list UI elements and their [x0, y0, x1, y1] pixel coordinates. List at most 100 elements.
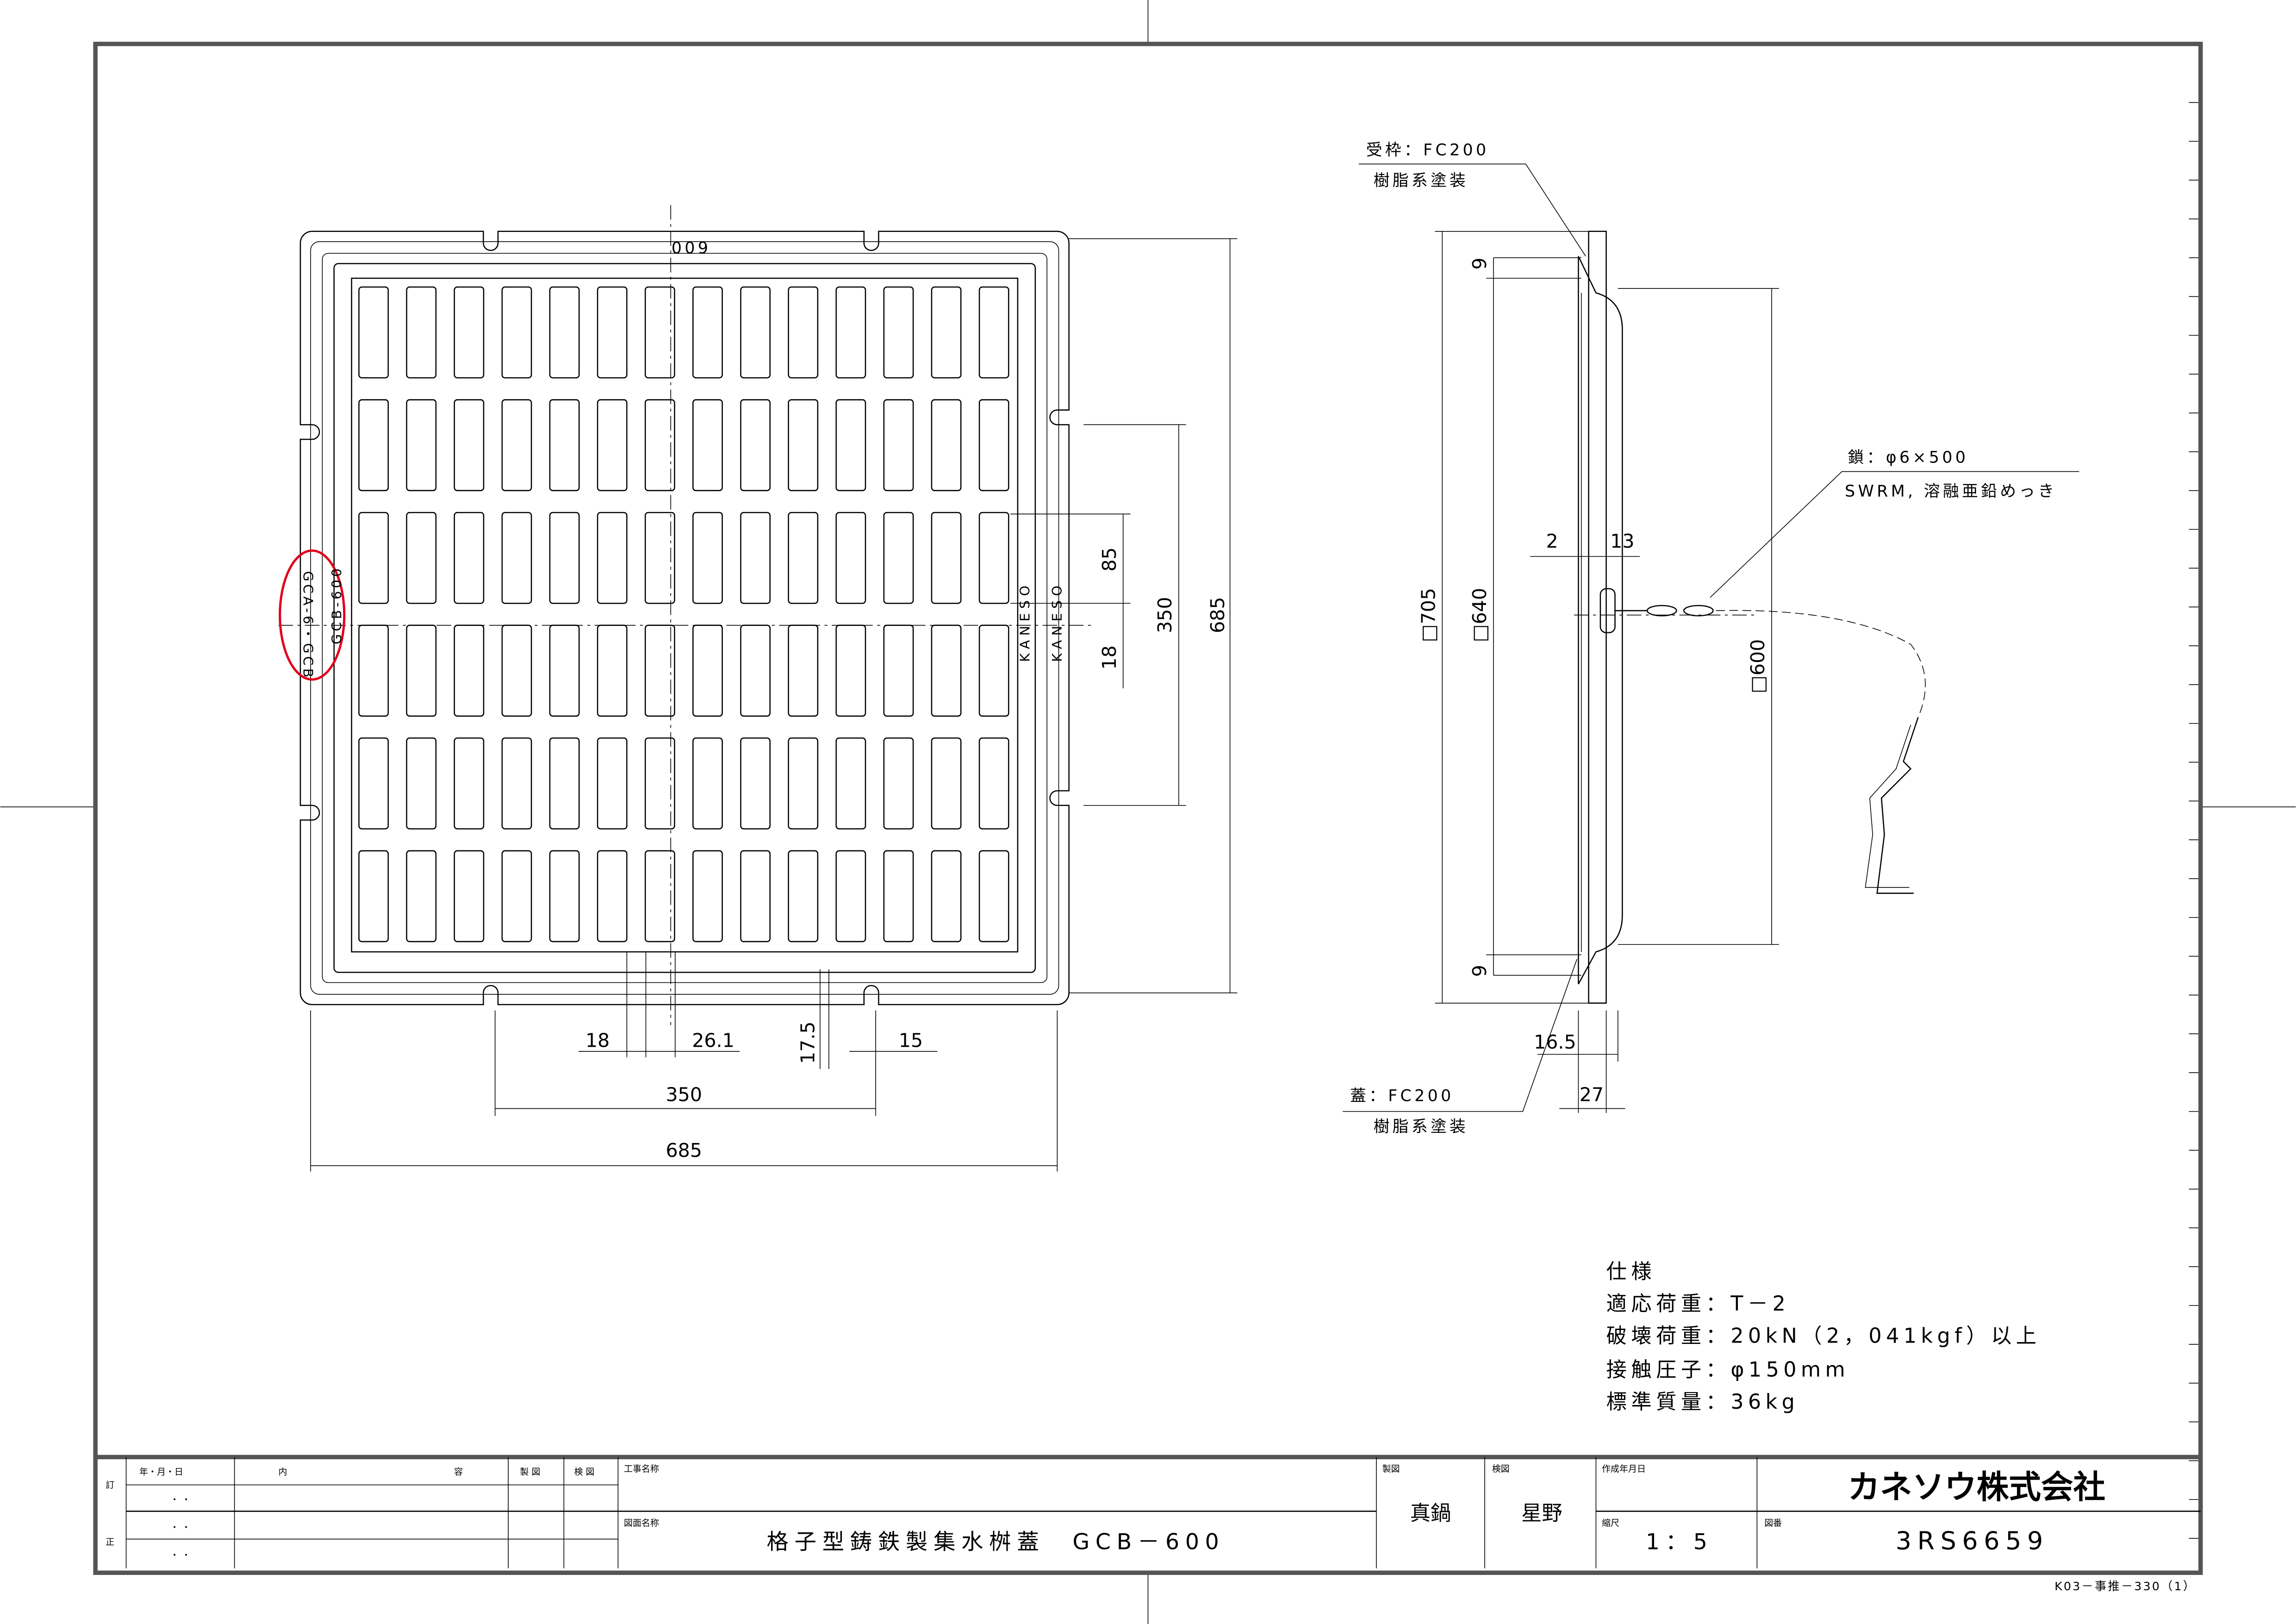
dim-outer: □705 — [1417, 588, 1439, 642]
dim-cover-thickness: 16.5 — [1534, 1031, 1576, 1053]
grate-slot — [788, 850, 819, 943]
dim-overall-width: 685 — [666, 1139, 702, 1162]
grate-slot — [835, 737, 866, 830]
col-content-1: 内 — [279, 1467, 287, 1477]
drawing-no-label: 図番 — [1764, 1518, 1782, 1528]
cover-finish-label: 樹脂系塗装 — [1374, 1118, 1469, 1136]
grate-slot — [358, 286, 389, 379]
grate-slot — [883, 399, 914, 491]
grate-slot — [406, 286, 437, 379]
spec-row: 標準質量：36kg — [1606, 1390, 1799, 1414]
grate-slot — [788, 399, 819, 491]
grate-slot — [692, 850, 723, 943]
side-marking-outer: GCA-6・GCB — [300, 571, 315, 681]
grate-slot — [978, 286, 1009, 379]
cover-material-label: 蓋：FC200 — [1350, 1087, 1454, 1106]
frame-finish-label: 樹脂系塗装 — [1374, 172, 1469, 190]
drawing-name-label: 図面名称 — [624, 1518, 659, 1528]
col-checked: 検 図 — [574, 1467, 595, 1477]
grate-slot — [501, 399, 532, 491]
dim-overall-height: 685 — [1207, 597, 1229, 633]
dim-bar-pitch: 26.1 — [692, 1030, 734, 1052]
grate-slot — [406, 512, 437, 604]
scale-label: 縮尺 — [1602, 1518, 1619, 1528]
grate-slot — [597, 512, 628, 604]
grate-slot — [978, 512, 1009, 604]
grate-slot — [788, 737, 819, 830]
dim-slot-length: 85 — [1098, 547, 1120, 571]
grate-slot — [835, 625, 866, 717]
grate-slot — [644, 737, 675, 830]
dim-inner: □640 — [1468, 588, 1491, 642]
col-date: 年・月・日 — [139, 1467, 183, 1477]
grate-slot — [358, 625, 389, 717]
grate-slot — [406, 737, 437, 830]
grate-slot — [501, 625, 532, 717]
dim-pitch-width: 350 — [666, 1084, 702, 1106]
grate-slot — [692, 286, 723, 379]
correction-label: 正 — [106, 1537, 114, 1547]
drawing-number: 3RS6659 — [1896, 1526, 2049, 1555]
drawn-by: 真鍋 — [1410, 1501, 1451, 1525]
grate-slot — [788, 512, 819, 604]
dim-depth-top: 9 — [1468, 257, 1491, 269]
grate-slot — [931, 737, 962, 830]
grate-slot — [644, 399, 675, 491]
grate-slot — [883, 625, 914, 717]
sheet-border — [93, 42, 2203, 1575]
grate-slot — [406, 625, 437, 717]
grate-slot — [549, 399, 580, 491]
grate-slot — [835, 399, 866, 491]
grate-slot — [406, 399, 437, 491]
grate-slot — [501, 512, 532, 604]
grate-slot — [454, 512, 485, 604]
grate-slot — [549, 512, 580, 604]
date-label: 作成年月日 — [1602, 1464, 1646, 1474]
grate-slot — [931, 625, 962, 717]
checked-by: 星野 — [1521, 1501, 1562, 1525]
grate-slot — [549, 286, 580, 379]
dim-notch-width: 15 — [899, 1030, 923, 1052]
spec-row: 適応荷重：T－2 — [1606, 1292, 1790, 1316]
dim-depth-bottom: 9 — [1468, 965, 1491, 977]
specifications: 仕様 適応荷重：T－2 破壊荷重：20kN（2，041kgf）以上 接触圧子：φ… — [1606, 1260, 2036, 1414]
grate-slot — [692, 737, 723, 830]
grate-slot — [549, 625, 580, 717]
grate-slot — [644, 625, 675, 717]
grate-slot — [740, 512, 771, 604]
grate-slot — [501, 286, 532, 379]
front-view: 600 GCA-6・GCB GCB-600 KANESO KANESO 685 … — [278, 205, 1238, 1172]
grate-slot — [883, 512, 914, 604]
dim-frame-height: 27 — [1580, 1084, 1604, 1106]
grate-slot — [978, 399, 1009, 491]
frame-material-label: 受枠：FC200 — [1366, 141, 1489, 159]
grate-slot — [501, 850, 532, 943]
side-view: 受枠：FC200 樹脂系塗装 蓋：FC200 樹脂系塗装 鎖：φ6×500 SW… — [1343, 141, 2079, 1136]
dim-opening: □600 — [1747, 639, 1769, 693]
grate-slot — [978, 737, 1009, 830]
grate-slot — [597, 625, 628, 717]
chain — [1599, 588, 1926, 894]
project-name-label: 工事名称 — [624, 1464, 659, 1474]
grate-slot — [740, 737, 771, 830]
grate-slot — [740, 850, 771, 943]
grate-slot — [597, 850, 628, 943]
spec-row: 接触圧子：φ150mm — [1606, 1358, 1850, 1381]
grate-slot — [835, 850, 866, 943]
grate-slot — [454, 737, 485, 830]
grate-slot — [883, 286, 914, 379]
grate-slot — [788, 625, 819, 717]
scale-value: 1：5 — [1646, 1530, 1713, 1555]
grate-slot — [549, 850, 580, 943]
grate-slot — [692, 512, 723, 604]
dim-flange: 13 — [1610, 530, 1634, 552]
grate-slot — [931, 512, 962, 604]
grate-slot — [644, 850, 675, 943]
revision-label: 訂 — [106, 1480, 114, 1490]
highlight-ellipse — [279, 549, 346, 681]
grate-slot — [406, 850, 437, 943]
revision-date: ・ ・ — [170, 1550, 191, 1561]
grate-slots — [358, 286, 1009, 943]
revision-date: ・ ・ — [170, 1523, 191, 1533]
